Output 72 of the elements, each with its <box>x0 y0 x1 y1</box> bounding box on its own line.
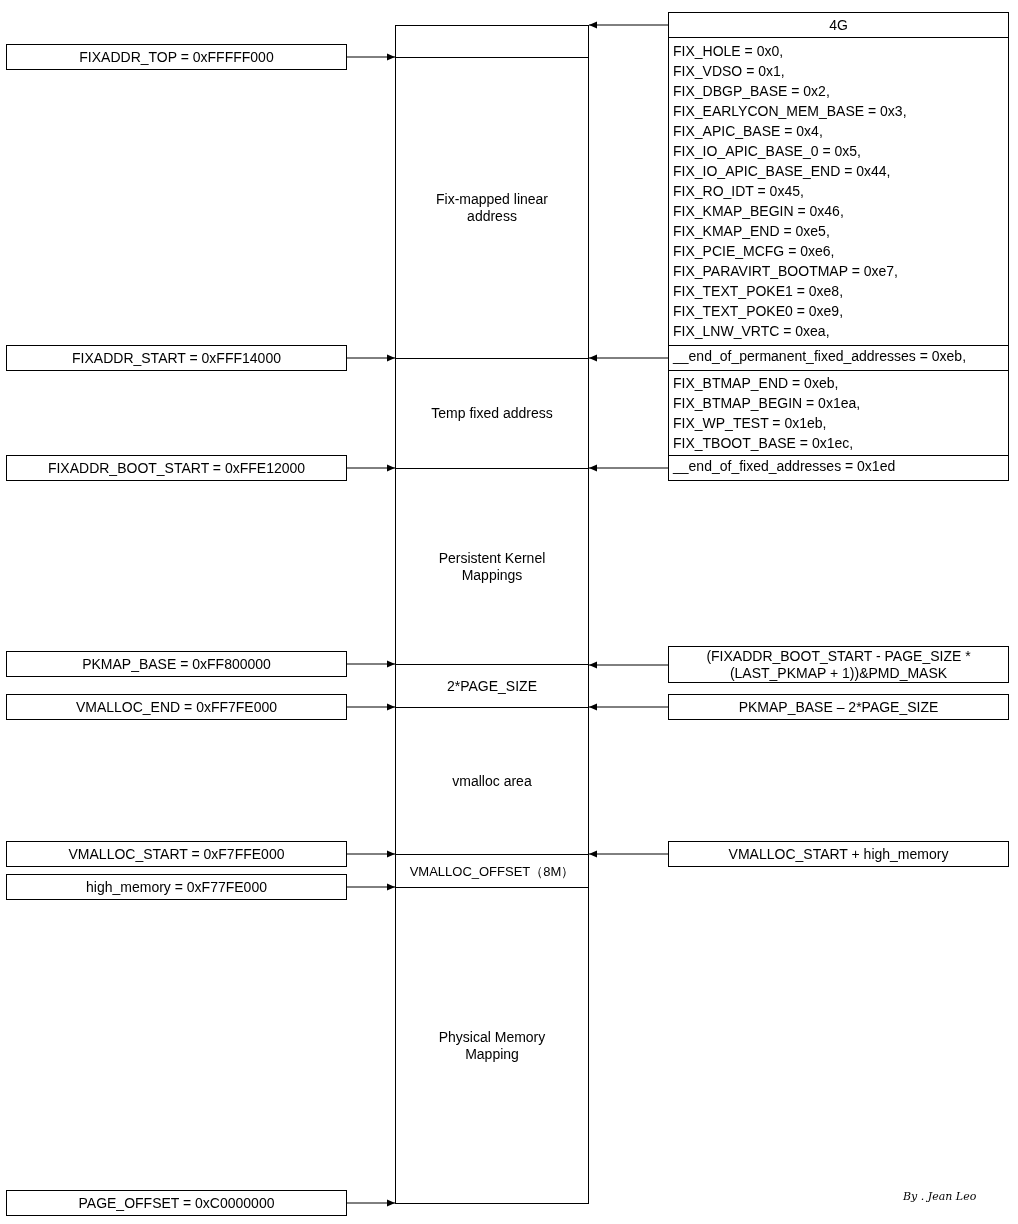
region-label: Physical Memory Mapping <box>437 1028 547 1063</box>
arrow <box>346 354 396 362</box>
enum-entry: FIX_KMAP_END = 0xe5, <box>672 222 831 241</box>
enum-end-row <box>668 455 1009 481</box>
enum-entry: FIX_RO_IDT = 0x45, <box>672 182 805 201</box>
enum-list-row <box>668 370 1009 456</box>
region-label: Temp fixed address <box>430 405 554 422</box>
enum-entry: FIX_IO_APIC_BASE_END = 0x44, <box>672 162 892 181</box>
enum-entry: FIX_HOLE = 0x0, <box>672 42 785 61</box>
enum-entry: FIX_TBOOT_BASE = 0x1ec, <box>672 434 855 453</box>
address-label: VMALLOC_END = 0xFF7FE000 <box>74 698 279 716</box>
enum-entry: FIX_DBGP_BASE = 0x2, <box>672 82 831 101</box>
region-label: Fix-mapped linear address <box>434 191 550 225</box>
arrow <box>588 661 669 669</box>
arrow <box>346 850 396 858</box>
arrow <box>346 660 396 668</box>
enum-entry: FIX_VDSO = 0x1, <box>672 62 786 81</box>
enum-entry: FIX_TEXT_POKE0 = 0xe9, <box>672 302 845 321</box>
expression-box <box>668 841 1009 867</box>
arrow <box>588 21 669 29</box>
region-label: vmalloc area <box>451 772 533 790</box>
arrow <box>588 703 669 711</box>
address-box <box>6 455 347 481</box>
region-label: 2*PAGE_SIZE <box>446 677 538 695</box>
address-box <box>6 651 347 677</box>
arrow <box>346 883 396 891</box>
enum-list-row <box>668 37 1009 346</box>
address-label: PAGE_OFFSET = 0xC0000000 <box>77 1194 276 1212</box>
arrow <box>346 464 396 472</box>
enum-entry: FIX_IO_APIC_BASE_0 = 0x5, <box>672 142 862 161</box>
enum-entry: __end_of_fixed_addresses = 0x1ed <box>671 457 897 476</box>
table-header: 4G <box>828 16 849 34</box>
enum-entry: __end_of_permanent_fixed_addresses = 0xeb, <box>671 347 968 366</box>
address-label: FIXADDR_START = 0xFFF14000 <box>71 349 282 367</box>
address-box <box>6 694 347 720</box>
arrow <box>588 850 669 858</box>
author-credit: By . Jean Leo <box>903 1190 977 1203</box>
arrow <box>346 703 396 711</box>
table-header-row <box>668 12 1009 38</box>
enum-entry: FIX_LNW_VRTC = 0xea, <box>672 322 831 341</box>
arrow <box>588 354 669 362</box>
enum-entry: FIX_PCIE_MCFG = 0xe6, <box>672 242 836 261</box>
arrow <box>346 53 396 61</box>
expression-label: VMALLOC_START + high_memory <box>727 845 950 863</box>
enum-end-row <box>668 345 1009 371</box>
expression-box <box>668 646 1009 683</box>
enum-entry: FIX_APIC_BASE = 0x4, <box>672 122 824 141</box>
address-label: FIXADDR_BOOT_START = 0xFFE12000 <box>46 459 307 477</box>
expression-label: PKMAP_BASE – 2*PAGE_SIZE <box>737 698 940 716</box>
address-label: PKMAP_BASE = 0xFF800000 <box>81 655 272 673</box>
enum-entry: FIX_BTMAP_BEGIN = 0x1ea, <box>672 394 862 413</box>
address-label: FIXADDR_TOP = 0xFFFFF000 <box>78 48 275 66</box>
address-box <box>6 841 347 867</box>
enum-entry: FIX_KMAP_BEGIN = 0x46, <box>672 202 845 221</box>
expression-box <box>668 694 1009 720</box>
address-box <box>6 874 347 900</box>
expression-label: (FIXADDR_BOOT_START - PAGE_SIZE * (LAST_PKMAP + 1))&PMD_MASK <box>705 647 972 682</box>
enum-entry: FIX_EARLYCON_MEM_BASE = 0x3, <box>672 102 908 121</box>
arrow <box>346 1199 396 1207</box>
address-box <box>6 1190 347 1216</box>
region-label: Persistent Kernel Mappings <box>437 549 547 584</box>
address-box <box>6 44 347 70</box>
memory-map-column <box>395 25 589 1204</box>
enum-entry: FIX_BTMAP_END = 0xeb, <box>672 374 840 393</box>
enum-entry: FIX_PARAVIRT_BOOTMAP = 0xe7, <box>672 262 899 281</box>
address-label: VMALLOC_START = 0xF7FFE000 <box>67 845 286 863</box>
region-label: VMALLOC_OFFSET（8M） <box>408 862 576 880</box>
arrow <box>588 464 669 472</box>
address-box <box>6 345 347 371</box>
address-label: high_memory = 0xF77FE000 <box>85 878 268 896</box>
enum-entry: FIX_TEXT_POKE1 = 0xe8, <box>672 282 845 301</box>
enum-entry: FIX_WP_TEST = 0x1eb, <box>672 414 828 433</box>
